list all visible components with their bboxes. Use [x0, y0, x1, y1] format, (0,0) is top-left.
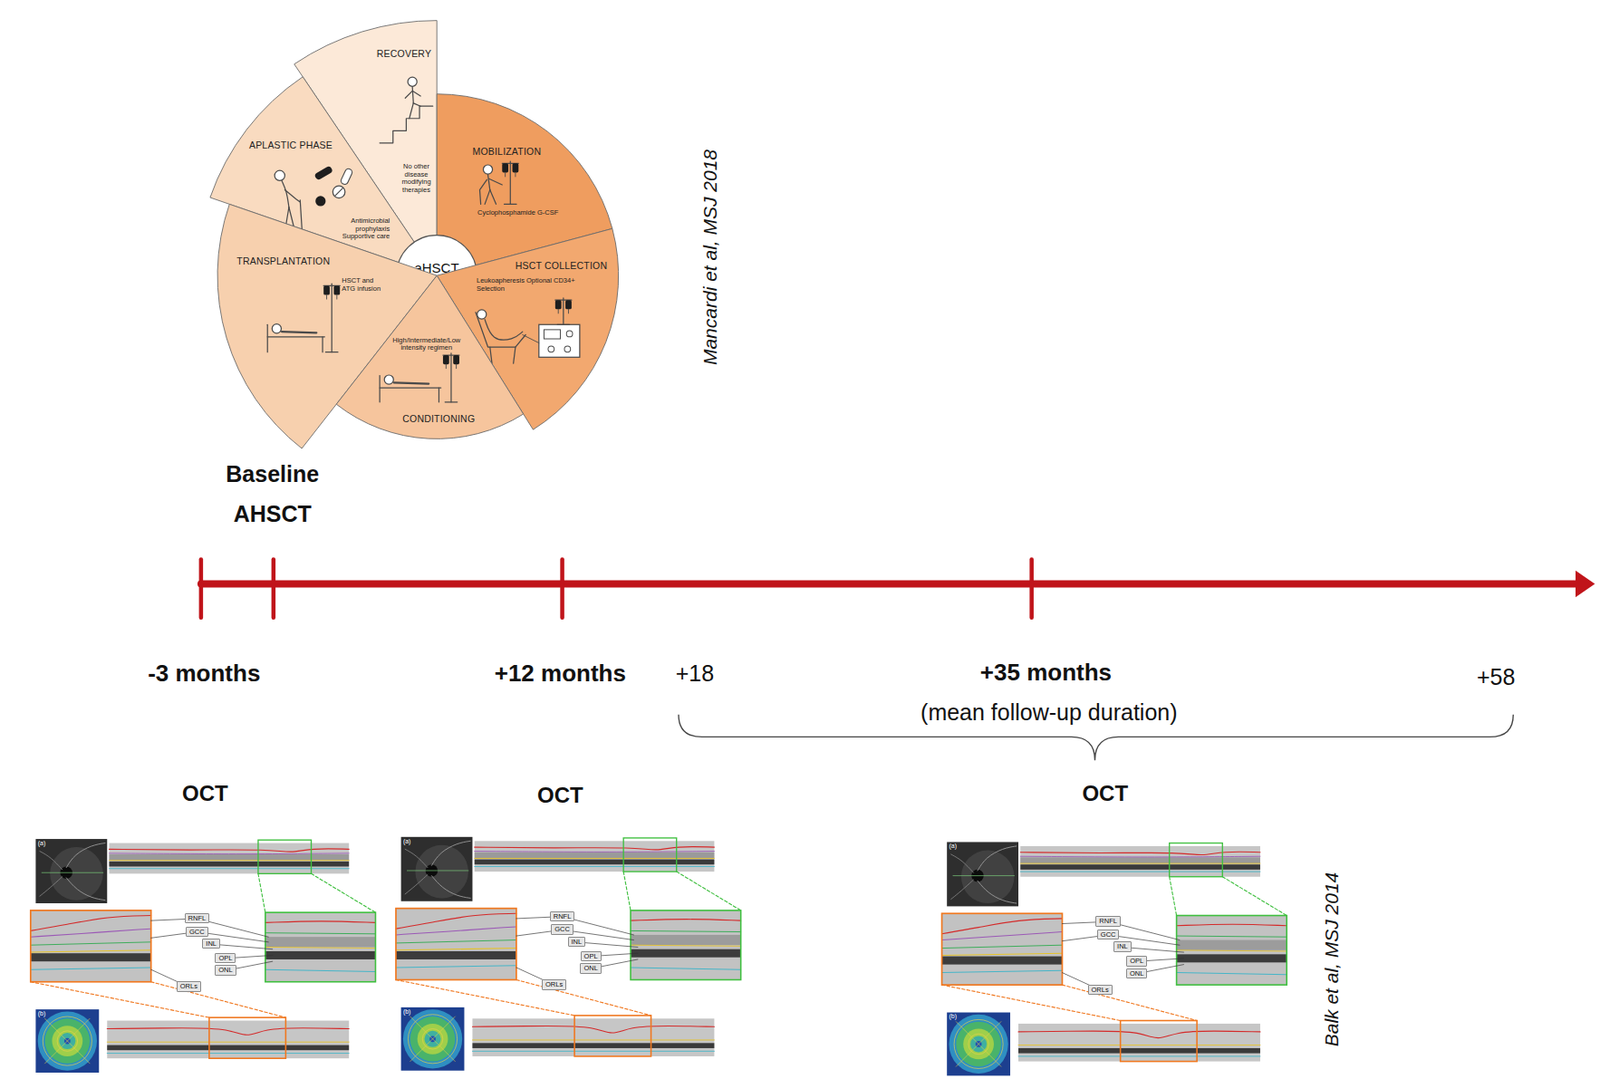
citation: Balk et al, MSJ 2014: [1320, 871, 1343, 1047]
phase-note: High/Intermediate/Low intensity regimen: [385, 337, 468, 353]
layer-tag: OPL: [1126, 955, 1147, 966]
layer-tag: INL: [202, 938, 221, 949]
layer-tag: INL: [1113, 941, 1132, 952]
phase-heading: MOBILIZATION: [472, 144, 541, 157]
layer-tag: RNFL: [184, 913, 211, 924]
layer-tag: OPL: [214, 953, 236, 964]
phase-note: Cyclophosphamide G-CSF: [477, 209, 560, 218]
panel-letter: (a): [38, 839, 47, 848]
exam-label: OCT: [182, 780, 229, 807]
phase-heading: HSCT COLLECTION: [515, 260, 608, 272]
layer-tag: GCC: [1097, 929, 1120, 940]
sector-shape: [176, 15, 697, 536]
timepoint-heading: Baseline AHSCT: [209, 454, 337, 535]
layer-name: GCC: [189, 927, 205, 936]
layer-name: OPL: [584, 952, 598, 961]
layer-tag: RNFL: [1095, 915, 1121, 926]
layer-tag: ONL: [579, 963, 601, 974]
timepoint: -3 months: [147, 659, 261, 688]
layer-name: OPL: [218, 954, 232, 963]
layer-name: RNFL: [1098, 916, 1118, 926]
layer-name: INL: [571, 937, 583, 946]
timepoint: +58: [1476, 663, 1515, 690]
layer-name: INL: [1117, 942, 1128, 951]
layer-tag: RNFL: [549, 911, 576, 922]
layer-tag: ONL: [1126, 968, 1147, 979]
phase-heading: RECOVERY: [376, 47, 432, 59]
layer-tag: ONL: [214, 964, 236, 975]
layer-name: RNFL: [188, 914, 207, 923]
citation: Mancardi et al, MSJ 2018: [699, 149, 722, 366]
timepoint: +12 months: [494, 659, 627, 688]
phase-note: HSCT and ATG infusion: [341, 277, 385, 293]
phase-heading: APLASTIC PHASE: [249, 139, 333, 152]
layer-tag: ORLs: [541, 979, 567, 990]
panel-letter: (b): [38, 1010, 47, 1018]
layer-name: GCC: [554, 925, 570, 934]
layer-name: ONL: [218, 965, 232, 974]
panel-letter: (b): [948, 1012, 957, 1021]
phase-note: Antimicrobial prophylaxis Supportive car…: [324, 217, 390, 241]
phase-note: Leukoapheresis Optional CD34+ Selection: [476, 277, 584, 293]
layer-name: ONL: [1129, 969, 1144, 978]
layer-tag: GCC: [550, 924, 574, 935]
phase-note: No other disease modifying therapies: [396, 163, 436, 195]
exam-label: OCT: [537, 782, 584, 809]
layer-name: ORLs: [1091, 985, 1109, 994]
layer-name: INL: [205, 939, 217, 948]
layer-tag: OPL: [580, 951, 602, 962]
layer-name: RNFL: [553, 912, 572, 921]
layer-tag: GCC: [185, 926, 209, 937]
note: (mean follow-up duration): [920, 699, 1177, 726]
layer-name: GCC: [1100, 930, 1117, 939]
exam-label: OCT: [1081, 780, 1128, 807]
layer-tag: ORLs: [176, 981, 202, 992]
wheel-sector: CONDITIONING High/Intermediate/Low intens…: [176, 15, 697, 536]
layer-name: OPL: [1129, 956, 1144, 965]
layer-name: ORLs: [545, 980, 563, 989]
panel-letter: (b): [403, 1008, 412, 1016]
layer-name: ONL: [583, 963, 598, 973]
panel-letter: (a): [948, 842, 957, 850]
timepoint: +18: [675, 660, 714, 687]
phase-heading: TRANSPLANTATION: [236, 255, 330, 268]
layer-tag: ORLs: [1088, 984, 1113, 995]
layer-tag: INL: [568, 936, 587, 947]
layer-name: ORLs: [180, 982, 198, 991]
phase-heading: CONDITIONING: [402, 412, 475, 425]
panel-letter: (a): [403, 838, 412, 846]
timepoint: +35 months: [980, 658, 1112, 687]
